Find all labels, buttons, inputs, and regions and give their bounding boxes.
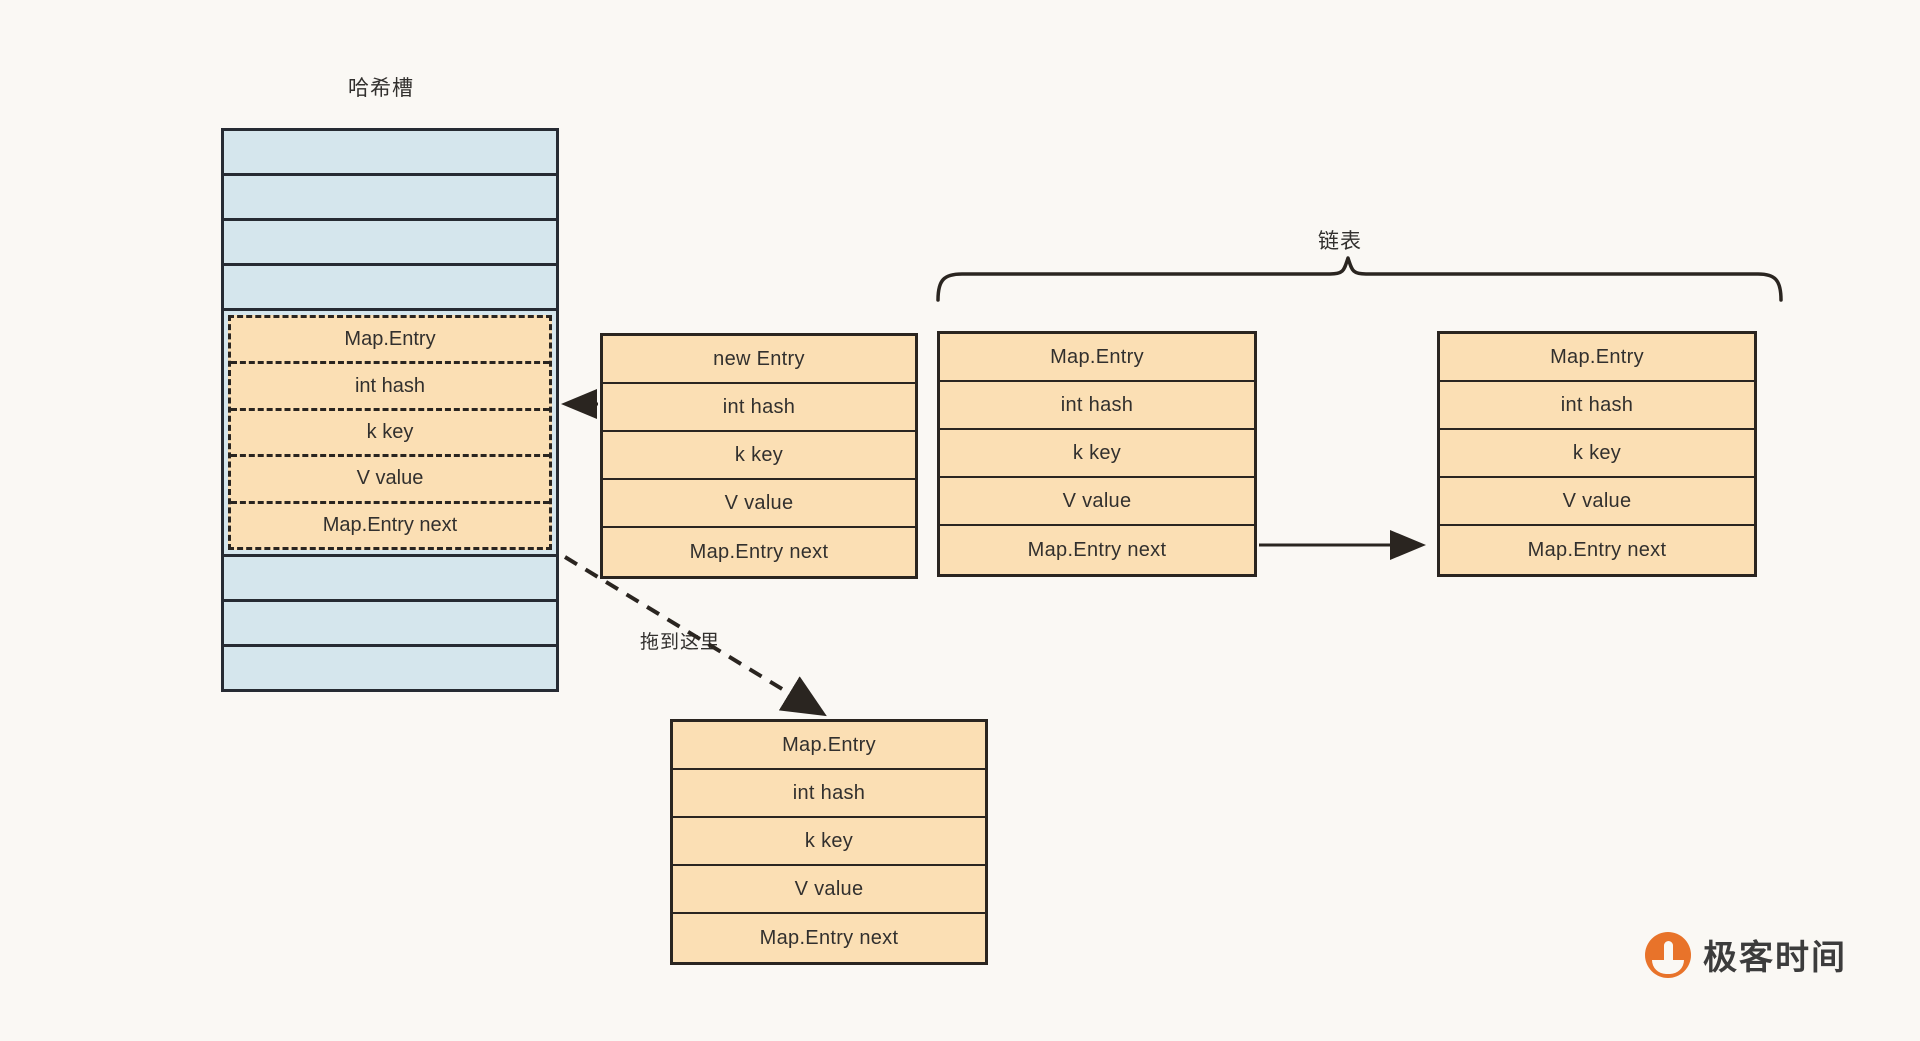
entry-row-key: k key	[231, 411, 549, 458]
entry-row-value: V value	[940, 478, 1254, 526]
entry-row-hash: int hash	[940, 382, 1254, 430]
hash-slot-column: Map.Entry int hash k key V value Map.Ent…	[221, 128, 559, 692]
hash-slot-cell-empty[interactable]	[224, 131, 556, 176]
linked-list-title: 链表	[1318, 230, 1362, 253]
chain-entry-box-2[interactable]: Map.Entry int hash k key V value Map.Ent…	[1437, 331, 1757, 577]
hash-slot-entry-box[interactable]: Map.Entry int hash k key V value Map.Ent…	[228, 315, 552, 550]
hash-slot-title: 哈希槽	[348, 77, 414, 100]
entry-row-hash: int hash	[231, 364, 549, 411]
hash-slot-cell-empty[interactable]	[224, 266, 556, 311]
entry-row-hash: int hash	[1440, 382, 1754, 430]
entry-row-header: new Entry	[603, 336, 915, 384]
hash-slot-cell-empty[interactable]	[224, 557, 556, 602]
linked-list-brace	[936, 256, 1783, 302]
brand-wordmark: 极客时间	[1703, 939, 1847, 977]
brand-logo: 极客时间	[1645, 930, 1847, 979]
entry-row-key: k key	[940, 430, 1254, 478]
new-entry-box[interactable]: new Entry int hash k key V value Map.Ent…	[600, 333, 918, 579]
geektime-logo-icon	[1645, 931, 1691, 978]
entry-row-next: Map.Entry next	[689, 540, 829, 563]
chain-entry-box-1[interactable]: Map.Entry int hash k key V value Map.Ent…	[937, 331, 1257, 577]
entry-row-hash: int hash	[603, 384, 915, 432]
hash-slot-cell-empty[interactable]	[224, 602, 556, 647]
entry-row-header: Map.Entry	[673, 722, 985, 770]
entry-row-next: Map.Entry next	[1527, 538, 1667, 561]
entry-row-header: Map.Entry	[231, 318, 549, 365]
entry-row-key: k key	[1440, 430, 1754, 478]
entry-row-value: V value	[673, 866, 985, 914]
entry-row-header: Map.Entry	[940, 334, 1254, 382]
entry-row-next: Map.Entry next	[759, 926, 899, 949]
entry-row-value: V value	[603, 480, 915, 528]
entry-row-next: Map.Entry next	[1027, 538, 1167, 561]
hash-slot-cell-occupied[interactable]: Map.Entry int hash k key V value Map.Ent…	[224, 311, 556, 557]
hash-slot-cell-empty[interactable]	[224, 647, 556, 692]
hash-slot-cell-empty[interactable]	[224, 221, 556, 266]
entry-row-key: k key	[603, 432, 915, 480]
entry-row-next: Map.Entry next	[322, 513, 458, 536]
drag-hint-label: 拖到这里	[640, 632, 721, 653]
entry-row-key: k key	[673, 818, 985, 866]
entry-row-header: Map.Entry	[1440, 334, 1754, 382]
dragged-entry-box[interactable]: Map.Entry int hash k key V value Map.Ent…	[670, 719, 988, 965]
entry-row-hash: int hash	[673, 770, 985, 818]
entry-row-value: V value	[1440, 478, 1754, 526]
hash-slot-cell-empty[interactable]	[224, 176, 556, 221]
entry-row-value: V value	[231, 457, 549, 504]
